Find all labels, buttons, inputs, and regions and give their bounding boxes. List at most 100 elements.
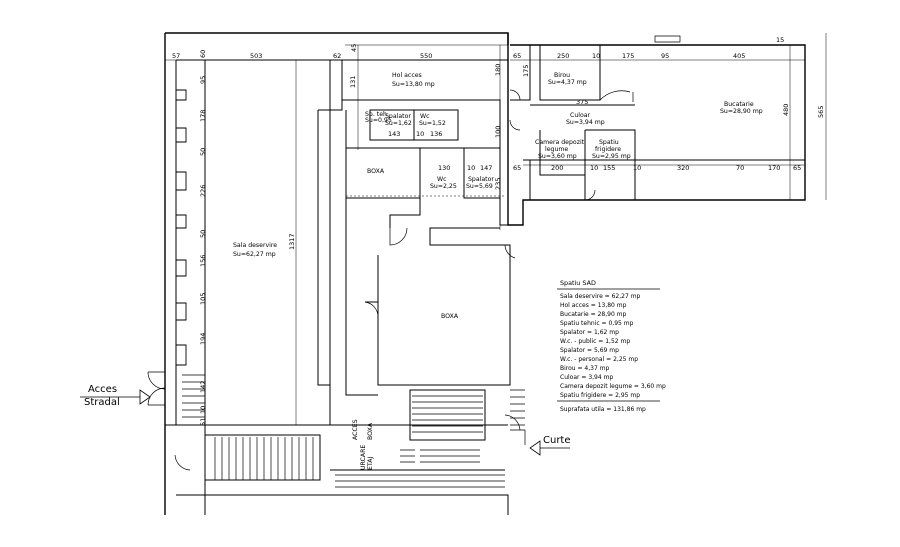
dimension-lines xyxy=(164,33,827,440)
stair-note-2: ETAJ xyxy=(367,457,374,470)
room-sala-deservire-area: Su=62,27 mp xyxy=(233,251,276,258)
room-spalator2-name: Spalator xyxy=(468,176,494,183)
stair-note-4: BOXA xyxy=(367,422,374,440)
dim-tr-1: 65 xyxy=(513,52,521,60)
dim-rv-3: 480 xyxy=(782,104,790,116)
dim-left-2: 178 xyxy=(199,110,207,122)
acces-label-1: Acces xyxy=(88,384,117,395)
legend-item: Sala deservire = 62,27 mp xyxy=(560,293,641,300)
dim-mid-3: 136 xyxy=(430,130,442,138)
dim-br-4: 155 xyxy=(603,164,615,172)
room-camera-legume-area: Su=3,60 mp xyxy=(538,153,577,160)
room-tehnic-name: Sp. teh. xyxy=(365,111,389,118)
curte-arrow-icon xyxy=(529,440,570,456)
room-camera-legume-name: Camera depozit xyxy=(535,139,585,146)
dim-tr-6: 405 xyxy=(733,52,745,60)
dim-375: 375 xyxy=(576,98,588,106)
room-culoar-area: Su=3,94 mp xyxy=(566,119,605,126)
room-hol-acces-area: Su=13,80 mp xyxy=(392,81,435,88)
legend-item: Spalator = 5,69 mp xyxy=(560,347,619,354)
dim-br-5: 10 xyxy=(633,164,641,172)
separator xyxy=(345,195,505,396)
dim-tr-5: 95 xyxy=(661,52,669,60)
dim-left-4: 226 xyxy=(199,185,207,197)
room-spalator1-area: Su=1,62 xyxy=(385,120,412,127)
room-frigidere-name2: frigidere xyxy=(595,146,621,153)
legend-item: Birou = 4,37 mp xyxy=(560,365,610,372)
dim-br-7: 70 xyxy=(736,164,744,172)
dim-top-3: 62 xyxy=(333,52,341,60)
stairs xyxy=(182,374,525,488)
room-wc1-name: Wc xyxy=(420,113,430,120)
legend-item: Culoar = 3,94 mp xyxy=(560,374,613,381)
legend-item: W.c. - public = 1,52 mp xyxy=(560,338,630,345)
legend-item: Bucatarie = 28,90 mp xyxy=(560,311,627,318)
dim-br-9: 65 xyxy=(793,164,801,172)
room-bucatarie-area: Su=28,90 mp xyxy=(720,108,763,115)
dim-misc-235: 235 xyxy=(494,178,502,190)
dim-mid-2: 10 xyxy=(416,130,424,138)
area-legend: Spatiu SAD Sala deservire = 62,27 mp Hol… xyxy=(557,279,666,413)
legend-item: W.c. - personal = 2,25 mp xyxy=(560,356,638,363)
dim-mid-1: 143 xyxy=(388,130,400,138)
dim-br-2: 200 xyxy=(551,164,563,172)
dim-sala-height: 1317 xyxy=(288,233,296,250)
room-sala-deservire-name: Sala deservire xyxy=(233,242,277,249)
dim-misc-175: 175 xyxy=(522,65,530,77)
legend-item: Spatiu tehnic = 0,95 mp xyxy=(560,320,634,327)
dim-top-1: 57 xyxy=(172,52,180,60)
dim-left-7: 105 xyxy=(199,293,207,305)
acces-label-2: Stradal xyxy=(84,397,120,408)
dim-br-3: 10 xyxy=(590,164,598,172)
dim-left-9: 142 xyxy=(199,381,207,393)
dim-rv-2: 100 xyxy=(494,126,502,138)
legend-item: Hol acces = 13,80 mp xyxy=(560,302,627,309)
dim-top-small-2: 45 xyxy=(350,44,358,52)
legend-item: Camera depozit legume = 3,60 mp xyxy=(560,383,666,390)
dim-tr-4: 175 xyxy=(622,52,634,60)
dim-br-6: 320 xyxy=(677,164,689,172)
dim-left-8: 194 xyxy=(199,333,207,345)
dim-left-11: 51 xyxy=(199,418,207,426)
stair-note-1: URCARE xyxy=(360,445,367,470)
dim-br-8: 170 xyxy=(768,164,780,172)
room-camera-legume-name2: legume xyxy=(545,146,568,153)
room-tehnic-area: Su=0,95 xyxy=(365,117,392,124)
dim-tr-7: 15 xyxy=(776,36,784,44)
dim-rv-4: 565 xyxy=(817,106,825,118)
dim-rv-1: 180 xyxy=(494,64,502,76)
acces-arrow-icon xyxy=(80,389,151,405)
dim-top-2: 503 xyxy=(250,52,262,60)
legend-item: Spatiu frigidere = 2,95 mp xyxy=(560,392,640,399)
dim-left-6: 156 xyxy=(199,255,207,267)
room-spalator1-name: Spalator xyxy=(385,113,411,120)
stair-notes: URCARE ETAJ ACCES BOXA xyxy=(352,419,374,470)
dim-top-4: 550 xyxy=(420,52,432,60)
room-culoar-name: Culoar xyxy=(570,112,591,119)
dim-wc-1: 130 xyxy=(438,164,450,172)
curte-label: Curte xyxy=(543,435,571,446)
doors xyxy=(147,35,681,471)
room-frigidere-area: Su=2,95 mp xyxy=(592,153,631,160)
legend-item: Spalator = 1,62 mp xyxy=(560,329,619,336)
room-boxa-big: BOXA xyxy=(441,313,459,320)
room-hol-acces-name: Hol acces xyxy=(392,72,422,79)
stair-note-3: ACCES xyxy=(352,419,359,440)
room-birou-name: Birou xyxy=(554,72,570,79)
dim-tr-3: 10 xyxy=(592,52,600,60)
legend-title: Spatiu SAD xyxy=(560,279,596,287)
room-birou-area: Su=4,37 mp xyxy=(548,79,587,86)
dim-wc-2: 10 xyxy=(467,164,475,172)
dim-left-3: 50 xyxy=(199,148,207,156)
entrance-labels: Acces Stradal Curte URCARE ETAJ ACCES BO… xyxy=(80,384,571,470)
walls xyxy=(164,32,806,515)
room-frigidere-name: Spatiu xyxy=(599,139,619,146)
legend-total: Suprafata utila = 131,86 mp xyxy=(560,406,646,413)
dim-left-1: 95 xyxy=(199,76,207,84)
room-labels: Sala deservire Su=62,27 mp Hol acces Su=… xyxy=(233,72,763,320)
dim-tr-2: 250 xyxy=(557,52,569,60)
dim-left-5: 50 xyxy=(199,230,207,238)
dim-wc-3: 147 xyxy=(480,164,492,172)
room-wc1-area: Su=1,52 xyxy=(419,120,446,127)
room-bucatarie-name: Bucatarie xyxy=(724,101,754,108)
